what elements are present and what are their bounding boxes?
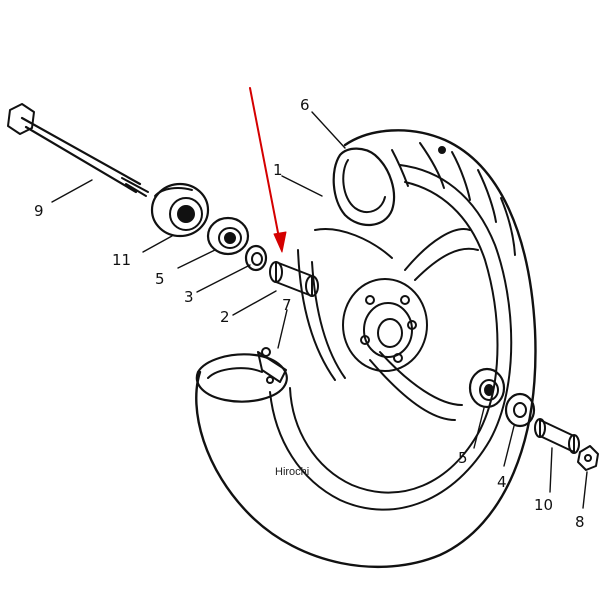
spacer-right: [534, 418, 580, 454]
callout-labels: 1 2 3 4 5 5 6 7 8 9 10 11 Hirochi: [34, 96, 585, 531]
leader-lines: [51, 111, 588, 509]
callout-3: 3: [184, 288, 194, 306]
callout-4: 4: [497, 473, 507, 491]
callout-7: 7: [282, 296, 292, 314]
callout-2: 2: [220, 308, 230, 326]
tire: [195, 129, 537, 569]
callout-11: 11: [112, 251, 131, 269]
seal-right: [504, 392, 536, 428]
wheel-hub: [342, 278, 428, 372]
callout-5-left: 5: [155, 270, 165, 288]
callout-5-right: 5: [458, 449, 468, 467]
collar: [150, 182, 210, 238]
callout-6: 6: [300, 96, 310, 114]
spacer-tube: [269, 261, 319, 297]
watermark: Hirochi: [275, 466, 309, 478]
axle-nut: [577, 445, 599, 471]
bearing-right: [468, 367, 506, 409]
callout-1: 1: [273, 161, 283, 179]
red-pointer-arrow: [249, 87, 287, 253]
callout-8: 8: [575, 513, 585, 531]
valve-clip: [257, 347, 287, 384]
callout-9: 9: [34, 202, 44, 220]
axle: [7, 103, 149, 197]
seal: [244, 244, 268, 272]
callout-10: 10: [534, 496, 553, 514]
wheel-rim: [297, 228, 479, 421]
bearing-left: [206, 216, 250, 256]
